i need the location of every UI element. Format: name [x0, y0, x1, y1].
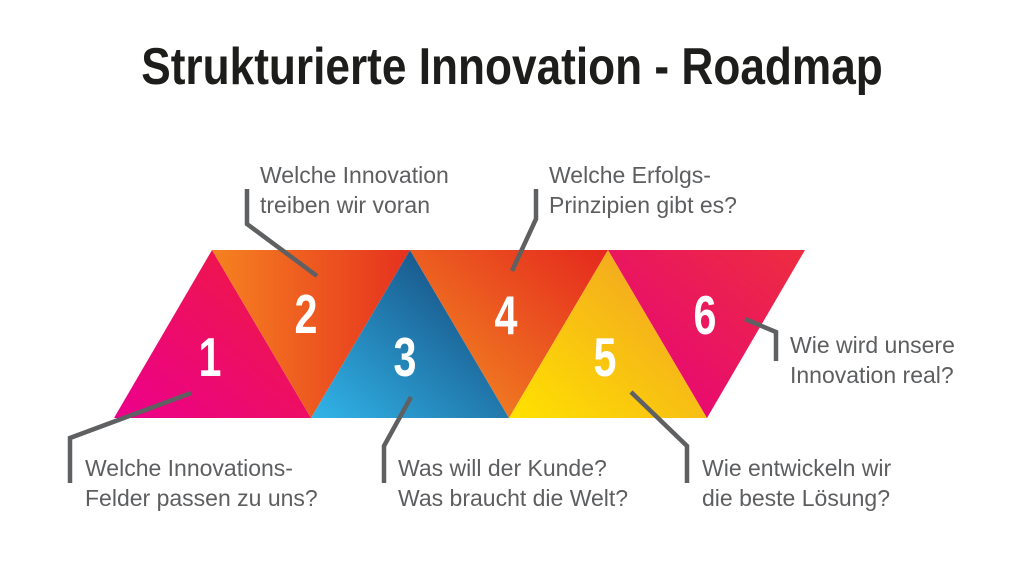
step-4-label-line1: Welche Erfolgs-	[549, 162, 711, 188]
step-4-triangle	[410, 250, 608, 418]
step-2-connector-line	[244, 189, 319, 278]
step-2-label: Welche Innovation treiben wir voran	[260, 162, 449, 218]
step-5-connector-line	[629, 390, 690, 483]
step-3-label-line1: Was will der Kunde?	[398, 455, 607, 481]
step-3-label-line2: Was braucht die Welt?	[398, 485, 628, 511]
page-title: Strukturierte Innovation - Roadmap	[141, 38, 883, 96]
step-5-label: Wie entwickeln wir die beste Lösung?	[702, 455, 891, 511]
step-4-connector-line	[509, 189, 539, 272]
step-5-triangle	[509, 250, 707, 418]
step-6-number: 6	[694, 285, 717, 346]
step-4-number: 4	[495, 285, 518, 346]
step-2-label-line2: treiben wir voran	[260, 192, 430, 218]
step-6-label: Wie wird unsere Innovation real?	[790, 332, 955, 388]
step-2-label-line1: Welche Innovation	[260, 162, 449, 188]
step-3-number: 3	[394, 327, 417, 388]
step-6-triangle	[608, 250, 805, 418]
step-4-label: Welche Erfolgs- Prinzipien gibt es?	[549, 162, 737, 218]
step-6-label-line2: Innovation real?	[790, 362, 954, 388]
step-5-label-line1: Wie entwickeln wir	[702, 455, 891, 481]
step-1-label-line1: Welche Innovations-	[85, 455, 293, 481]
step-4-label-line2: Prinzipien gibt es?	[549, 192, 737, 218]
step-3-label: Was will der Kunde? Was braucht die Welt…	[398, 455, 628, 511]
step-3-connector-line	[381, 395, 413, 483]
step-5-number: 5	[594, 327, 617, 388]
step-1-triangle	[114, 250, 311, 418]
step-5-label-line2: die beste Lösung?	[702, 485, 890, 511]
step-2-number: 2	[295, 284, 318, 345]
step-1-number: 1	[199, 327, 222, 388]
step-1-label-line2: Felder passen zu uns?	[85, 485, 318, 511]
step-6-connector-line	[744, 316, 779, 361]
step-3-triangle	[311, 250, 509, 418]
step-1-connector-line	[67, 390, 192, 483]
step-1-label: Welche Innovations- Felder passen zu uns…	[85, 455, 318, 511]
step-2-triangle	[212, 250, 410, 418]
step-6-label-line1: Wie wird unsere	[790, 332, 955, 358]
